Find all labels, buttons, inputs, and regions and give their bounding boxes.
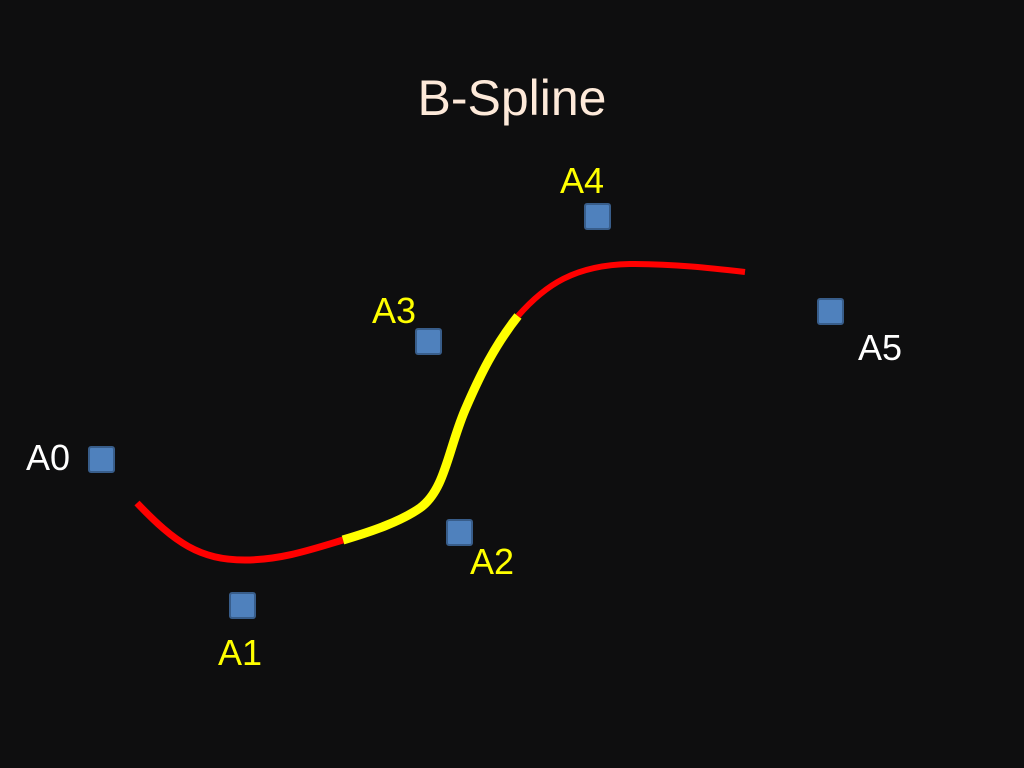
control-point-a5 [817, 298, 844, 325]
control-point-a0 [88, 446, 115, 473]
slide-title: B-Spline [418, 70, 607, 126]
control-point-a3 [415, 328, 442, 355]
control-point-label-a2: A2 [470, 541, 514, 582]
control-point-label-a4: A4 [560, 160, 604, 201]
control-point-a2 [446, 519, 473, 546]
curve-segment-first [134, 500, 345, 564]
control-point-a1 [229, 592, 256, 619]
control-point-a4 [584, 203, 611, 230]
control-point-label-a5: A5 [858, 327, 902, 368]
curve-segment-middle [341, 313, 522, 545]
control-point-label-a1: A1 [218, 632, 262, 673]
control-point-label-a0: A0 [26, 437, 70, 478]
curve-segment-last [515, 260, 746, 318]
control-point-label-a3: A3 [372, 290, 416, 331]
